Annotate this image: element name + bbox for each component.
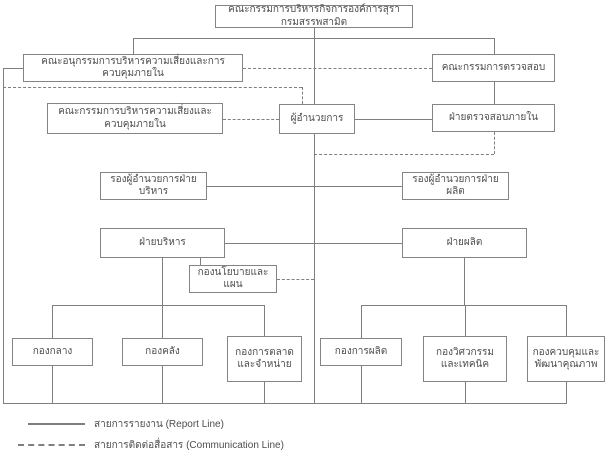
org-node-deputy-director-production-label: รองผู้อำนวยการฝ่ายผลิต [412, 173, 499, 198]
org-node-internal-audit: ฝ่ายตรวจสอบภายใน [432, 104, 555, 132]
org-node-production-department-label: ฝ่ายผลิต [446, 236, 483, 248]
report-line-drop-audit-committee [494, 38, 495, 54]
report-line-riser-quality-division [566, 305, 567, 336]
report-line-drop-admin-department [162, 258, 163, 305]
report-line-drop-marketing-division [264, 382, 265, 403]
org-node-risk-committee-label: คณะกรรมการบริหารความเสี่ยงและควบคุมภายใน [58, 106, 212, 130]
org-node-audit-committee: คณะกรรมการตรวจสอบ [432, 54, 555, 82]
org-node-finance-division: กองคลัง [122, 338, 203, 366]
report-line-riser-marketing-division [264, 305, 265, 336]
report-line-right-sibling-connector [361, 305, 566, 306]
org-node-director-label: ผู้อำนวยการ [290, 112, 344, 124]
communication-line-subcommittee-to-audit [243, 68, 432, 69]
org-node-internal-audit-label: ฝ่ายตรวจสอบภายใน [449, 111, 538, 123]
org-node-director: ผู้อำนวยการ [279, 104, 355, 134]
org-node-production-division: กองการผลิต [320, 338, 402, 366]
org-node-production-division-label: กองการผลิต [334, 345, 388, 357]
org-node-board: คณะกรรมการบริหารกิจการองค์การสุรา กรมสรร… [215, 4, 413, 28]
org-node-general-division-label: กองกลาง [32, 345, 73, 357]
org-node-policy-planning-division: กองนโยบายและแผน [189, 265, 277, 293]
legend-communication-line-label: สายการติดต่อสื่อสาร (Communication Line) [94, 439, 284, 451]
org-node-marketing-division-label: กองการตลาดและจำหน่าย [235, 346, 294, 371]
report-line-level2-connector [133, 38, 494, 39]
org-node-deputy-director-admin: รองผู้อำนวยการฝ่ายบริหาร [100, 172, 207, 200]
report-line-bottom-bus [3, 403, 567, 404]
report-line-left-sibling-connector [52, 305, 264, 306]
report-line-drop-finance-division [162, 366, 163, 403]
org-node-deputy-director-production: รองผู้อำนวยการฝ่ายผลิต [402, 172, 509, 200]
report-line-drop-production-department [464, 258, 465, 305]
org-node-quality-division-label: กองควบคุมและพัฒนาคุณภาพ [532, 346, 600, 371]
report-line-spine-bottom [314, 134, 315, 403]
report-line-level4-connector [207, 186, 402, 187]
communication-line-policy-planning-to-spine [277, 279, 314, 280]
org-node-finance-division-label: กองคลัง [145, 345, 180, 357]
legend-communication-line: สายการติดต่อสื่อสาร (Communication Line) [18, 438, 284, 452]
report-line-level5-connector [225, 243, 402, 244]
report-line-riser-engineering-division [465, 305, 466, 336]
communication-line-internal-audit-down [494, 132, 495, 154]
legend-report-line-label: สายการรายงาน (Report Line) [94, 418, 224, 430]
report-line-drop-quality-division [566, 382, 567, 403]
report-line-drop-risk-subcommittee [133, 38, 134, 54]
org-node-policy-planning-division-label: กองนโยบายและแผน [197, 266, 269, 291]
report-line-drop-production-division [361, 366, 362, 403]
org-node-marketing-division: กองการตลาดและจำหน่าย [227, 336, 302, 382]
report-line-sample [28, 423, 85, 425]
communication-line-left-to-director-h [3, 87, 302, 88]
communication-line-risk-committee-to-director [223, 119, 279, 120]
org-node-board-label: คณะกรรมการบริหารกิจการองค์การสุรา กรมสรร… [228, 4, 400, 28]
report-line-riser-finance-division [162, 305, 163, 338]
org-node-deputy-director-admin-label: รองผู้อำนวยการฝ่ายบริหาร [110, 173, 197, 198]
communication-line-internal-audit-to-spine [314, 154, 494, 155]
report-line-audit-to-internal-audit [494, 82, 495, 104]
report-line-left-riser [3, 68, 4, 403]
report-line-riser-general-division [52, 305, 53, 338]
org-node-production-department: ฝ่ายผลิต [402, 228, 527, 258]
report-line-riser-production-division [361, 305, 362, 338]
report-line-admin-to-policy-planning [200, 258, 201, 265]
legend-report-line: สายการรายงาน (Report Line) [28, 417, 224, 431]
report-line-subcommittee-left-stub [3, 68, 23, 69]
org-node-admin-department-label: ฝ่ายบริหาร [139, 236, 186, 248]
report-line-spine-top [314, 28, 315, 104]
org-node-general-division: กองกลาง [12, 338, 93, 366]
communication-line-sample [18, 444, 85, 446]
org-node-admin-department: ฝ่ายบริหาร [100, 228, 225, 258]
org-node-risk-committee: คณะกรรมการบริหารความเสี่ยงและควบคุมภายใน [47, 103, 223, 134]
report-line-drop-engineering-division [465, 382, 466, 403]
org-node-quality-division: กองควบคุมและพัฒนาคุณภาพ [527, 336, 605, 382]
org-node-risk-subcommittee-label: คณะอนุกรรมการบริหารความเสี่ยงและการควบคุ… [41, 55, 225, 80]
org-node-audit-committee-label: คณะกรรมการตรวจสอบ [441, 61, 546, 73]
org-node-risk-subcommittee: คณะอนุกรรมการบริหารความเสี่ยงและการควบคุ… [23, 54, 243, 82]
org-node-engineering-division: กองวิศวกรรมและเทคนิค [423, 336, 507, 382]
report-line-director-to-internal-audit [355, 119, 432, 120]
report-line-drop-general-division [52, 366, 53, 403]
org-node-engineering-division-label: กองวิศวกรรมและเทคนิค [436, 346, 494, 371]
communication-line-left-to-director-v [302, 87, 303, 104]
